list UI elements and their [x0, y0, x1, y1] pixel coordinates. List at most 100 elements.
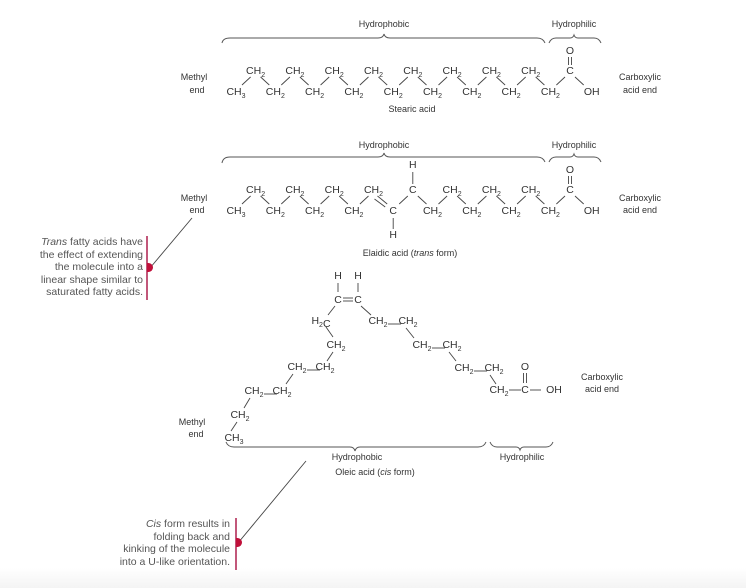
elaidic-bond — [535, 195, 545, 205]
oleic-bond — [326, 351, 334, 362]
elaidic-atom-ch2: CH2 — [344, 205, 363, 219]
stearic-atom-ch2: CH2 — [364, 65, 383, 79]
elaidic-atom-ch2: CH2 — [462, 205, 481, 219]
elaidic-atom-ch2: CH2 — [423, 205, 442, 219]
elaidic-acid-name: Elaidic acid (trans form) — [363, 248, 458, 258]
elaidic-hydrophilic-brace — [548, 152, 602, 163]
stearic-acid-name: Stearic acid — [388, 104, 435, 114]
elaidic-atom-ch2: CH2 — [482, 184, 501, 198]
oleic-atom-h-right: H — [354, 270, 362, 282]
stearic-atom-ch2: CH2 — [285, 65, 304, 79]
stearic-atom-c-top: C — [566, 65, 574, 77]
elaidic-atom-ch2: CH2 — [305, 205, 324, 219]
elaidic-bond — [496, 195, 506, 205]
elaidic-atom-ch2: CH2 — [502, 205, 521, 219]
oleic-bond — [243, 397, 251, 409]
cis-note-line-4: into a U-like orientation. — [119, 555, 230, 568]
elaidic-hydrophobic-label: Hydrophobic — [359, 140, 410, 150]
oleic-atom-c-carboxyl: C — [521, 384, 529, 396]
stearic-bond — [260, 76, 270, 86]
oleic-atom-ch2: CH2 — [368, 315, 387, 329]
elaidic-hydrophilic-label: Hydrophilic — [552, 140, 597, 150]
stearic-bond — [378, 76, 388, 86]
stearic-bond — [477, 76, 487, 86]
oleic-atom-ch2: CH2 — [484, 362, 503, 376]
stearic-atom-ch2: CH2 — [443, 65, 462, 79]
stearic-hydrophobic-label: Hydrophobic — [359, 19, 410, 29]
stearic-atom-ch2: CH2 — [384, 86, 403, 100]
elaidic-bond — [574, 195, 585, 205]
stearic-atom-oh: OH — [584, 86, 600, 98]
elaidic-methyl-end-label-1: Methyl — [181, 193, 208, 203]
stearic-atom-ch2: CH2 — [521, 65, 540, 79]
elaidic-atom-h-top: H — [409, 159, 417, 171]
elaidic-bond — [338, 195, 349, 205]
elaidic-atom-h-bottom: H — [389, 229, 397, 241]
trans-note-line-5: saturated fatty acids. — [46, 286, 143, 298]
oleic-hydrophilic-label: Hydrophilic — [500, 452, 545, 462]
elaidic-bond — [516, 195, 527, 205]
elaidic-atom-ch2: CH2 — [521, 184, 540, 198]
stearic-carboxylic-end-label-2: acid end — [623, 85, 657, 95]
oleic-bond — [325, 326, 334, 338]
oleic-atom-ch2: CH2 — [244, 385, 263, 399]
stearic-bond — [299, 76, 309, 86]
oleic-atom-ch2: CH2 — [454, 362, 473, 376]
elaidic-atom-c-top: C — [566, 184, 574, 196]
trans-note-accent-dot — [147, 263, 153, 272]
oleic-atom-ch2: CH2 — [230, 409, 249, 423]
oleic-hydrophobic-brace — [225, 441, 487, 452]
stearic-bond — [338, 76, 349, 86]
oleic-atom-ch2: CH2 — [287, 361, 306, 375]
trans-note-pointer-line — [149, 217, 193, 269]
stearic-atom-ch3: CH3 — [226, 86, 245, 100]
stearic-bond — [496, 76, 506, 86]
oleic-atom-ch2: CH2 — [489, 384, 508, 398]
stearic-bond — [417, 76, 427, 86]
stearic-atom-ch2: CH2 — [266, 86, 285, 100]
oleic-carboxylic-end-label-2: acid end — [585, 384, 619, 394]
elaidic-atom-o: O — [566, 164, 574, 176]
elaidic-atom-c-bottom: C — [389, 205, 397, 217]
stearic-bond — [359, 76, 369, 86]
oleic-atom-h-left: H — [334, 270, 342, 282]
stearic-atom-ch2: CH2 — [541, 86, 560, 100]
cis-note-line-2: folding back and — [153, 530, 230, 543]
oleic-bond — [360, 305, 372, 316]
oleic-atom-o: O — [521, 361, 529, 373]
elaidic-atom-ch2: CH2 — [541, 205, 560, 219]
elaidic-bond — [438, 195, 448, 205]
oleic-bond — [285, 373, 294, 385]
trans-note-line-4: linear shape similar to — [40, 273, 143, 286]
stearic-hydrophilic-brace — [548, 33, 602, 44]
oleic-atom-c-left: C — [334, 294, 342, 306]
oleic-bond — [230, 421, 238, 432]
stearic-acid-structure: Hydrophobic Hydrophilic Methyl end Carbo… — [181, 19, 662, 114]
elaidic-carboxylic-end-label-2: acid end — [623, 205, 657, 215]
stearic-bond — [556, 76, 566, 86]
elaidic-atom-ch2: CH2 — [266, 205, 285, 219]
oleic-bond — [327, 305, 336, 316]
stearic-carboxylic-end-label-1: Carboxylic — [619, 72, 662, 82]
elaidic-bond — [359, 195, 369, 205]
trans-note-line-1: Trans fatty acids have — [41, 236, 143, 248]
elaidic-atom-ch3: CH3 — [226, 205, 245, 219]
elaidic-bond — [456, 195, 467, 205]
elaidic-bond — [260, 195, 270, 205]
stearic-hydrophilic-label: Hydrophilic — [552, 19, 597, 29]
stearic-bond — [398, 76, 409, 86]
stearic-atom-ch2: CH2 — [325, 65, 344, 79]
oleic-methyl-end-label-2: end — [188, 429, 203, 439]
cis-note: Cis form results in folding back and kin… — [60, 518, 230, 568]
stearic-bond — [280, 76, 291, 86]
stearic-methyl-end-label-1: Methyl — [181, 72, 208, 82]
oleic-atom-ch2: CH2 — [442, 339, 461, 353]
elaidic-bond — [280, 195, 291, 205]
cis-note-line-1: Cis form results in — [145, 518, 230, 530]
elaidic-bond — [556, 195, 566, 205]
oleic-hydrophilic-brace — [489, 441, 554, 452]
oleic-bond — [489, 374, 497, 385]
